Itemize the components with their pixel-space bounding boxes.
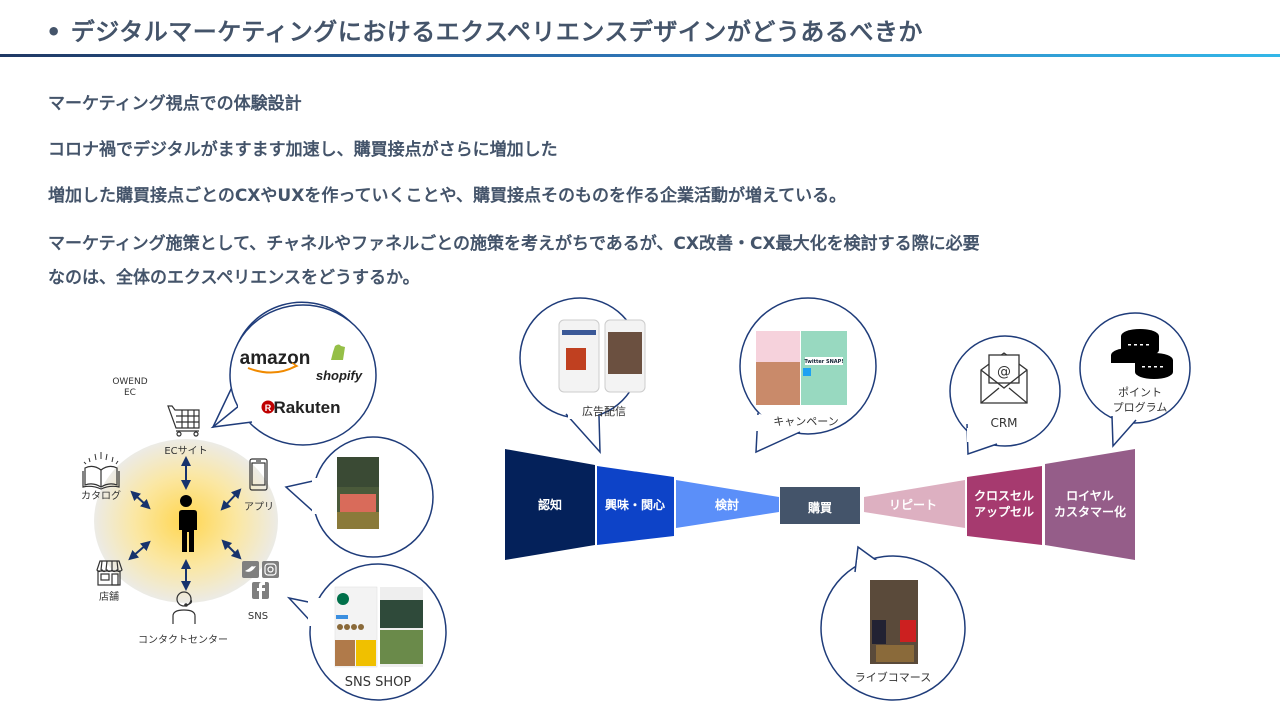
stage-loyal (1045, 449, 1135, 560)
stage-interest (597, 466, 674, 545)
bubble-label-ad: 広告配信 (582, 405, 626, 418)
email-envelope-icon (980, 352, 1028, 404)
body-line: コロナ禍でデジタルがますます加速し、購買接点がさらに増加した (48, 140, 558, 160)
amazon-logo: amazon (240, 348, 311, 369)
crm-bubble: @ CRM (949, 335, 1061, 456)
owned-ec-label-1: OWEND (112, 377, 147, 387)
book-icon (82, 452, 120, 490)
arrow-catalog (130, 490, 151, 510)
stage-consideration (676, 480, 779, 528)
channel-label-catalog: カタログ (81, 489, 121, 502)
rakuten-logo: Rakuten (273, 398, 340, 417)
body-line: なのは、全体のエクスペリエンスをどうするか。 (48, 268, 420, 288)
bubble-label-point-2: プログラム (1113, 400, 1168, 414)
shopify-bag-icon (331, 344, 345, 360)
arrow-store (128, 540, 151, 561)
title-divider (0, 54, 1280, 57)
svg-text:R: R (265, 403, 272, 413)
rakuten-mark-icon (261, 400, 275, 414)
customer-person-icon (178, 495, 197, 552)
arrow-sns (221, 539, 242, 560)
stage-awareness (505, 449, 595, 560)
storefront-icon (96, 560, 123, 586)
sns-icons (242, 561, 279, 599)
shopping-cart-icon (167, 405, 200, 437)
shopify-logo: shopify (316, 368, 363, 383)
channel-label-sns: SNS (248, 611, 268, 622)
ec-brands-bubble: amazon shopify R Rakuten (210, 301, 377, 446)
stage-label-loyal-1: ロイヤル (1066, 489, 1114, 503)
stage-label-consideration: 検討 (715, 497, 739, 512)
svg-text:Twitter SNAP!: Twitter SNAP! (804, 359, 843, 365)
bubble-label-campaign: キャンペーン (773, 415, 838, 428)
campaign-bubble: Twitter SNAP! キャンペーン (739, 297, 877, 454)
owned-ec-label-2: EC (124, 388, 136, 398)
channel-label-store: 店舗 (99, 590, 119, 603)
coins-icon (1111, 329, 1173, 379)
stage-label-loyal-2: カスタマー化 (1054, 504, 1126, 519)
stage-label-repeat: リピート (889, 498, 937, 512)
channel-label-app: アプリ (244, 501, 274, 513)
stage-repeat (864, 480, 965, 528)
bubble-label-crm: CRM (990, 416, 1017, 430)
stage-label-awareness: 認知 (538, 497, 562, 512)
smartphone-icon (249, 458, 268, 491)
stage-label-cross-sell-2: アップセル (974, 504, 1034, 519)
arrow-app (220, 488, 242, 511)
stage-label-cross-sell-1: クロスセル (974, 489, 1034, 503)
sns-shop-bubble: SNS SHOP (286, 563, 447, 701)
page-title: • デジタルマーケティングにおけるエクスペリエンスデザインがどうあるべきか (46, 18, 923, 46)
channel-label-ec: ECサイト (164, 445, 207, 457)
app-bubble (284, 436, 434, 558)
stage-label-interest: 興味・関心 (605, 497, 665, 512)
bubble-label-live-commerce: ライブコマース (855, 670, 931, 684)
point-program-bubble: ポイント プログラム (1079, 312, 1191, 448)
ad-delivery-bubble: 広告配信 (519, 297, 646, 455)
stage-label-purchase: 購買 (807, 500, 832, 515)
headset-person-icon (172, 591, 196, 624)
touchpoint-hub: OWEND EC ECサイト アプリ SNS (81, 377, 279, 646)
body-line-heading: マーケティング視点での体験設計 (48, 94, 302, 114)
stage-purchase (780, 487, 860, 524)
bubble-label-point-1: ポイント (1118, 386, 1162, 399)
stage-cross-sell (967, 466, 1042, 545)
live-commerce-bubble: ライブコマース (820, 545, 966, 701)
svg-text:@: @ (997, 364, 1011, 380)
body-line: マーケティング施策として、チャネルやファネルごとの施策を考えがちであるが、CX改… (48, 234, 980, 254)
sns-shop-label: SNS SHOP (345, 675, 412, 690)
body-line: 増加した購買接点ごとのCXやUXを作っていくことや、購買接点そのものを作る企業活… (48, 186, 847, 206)
instagram-icon (262, 561, 279, 578)
channel-label-contact-center: コンタクトセンター (138, 634, 228, 646)
connection-arrows (128, 456, 242, 591)
customer-funnel: 認知 興味・関心 検討 購買 リピート クロスセル アップセル ロイヤル カスタ… (505, 449, 1135, 560)
